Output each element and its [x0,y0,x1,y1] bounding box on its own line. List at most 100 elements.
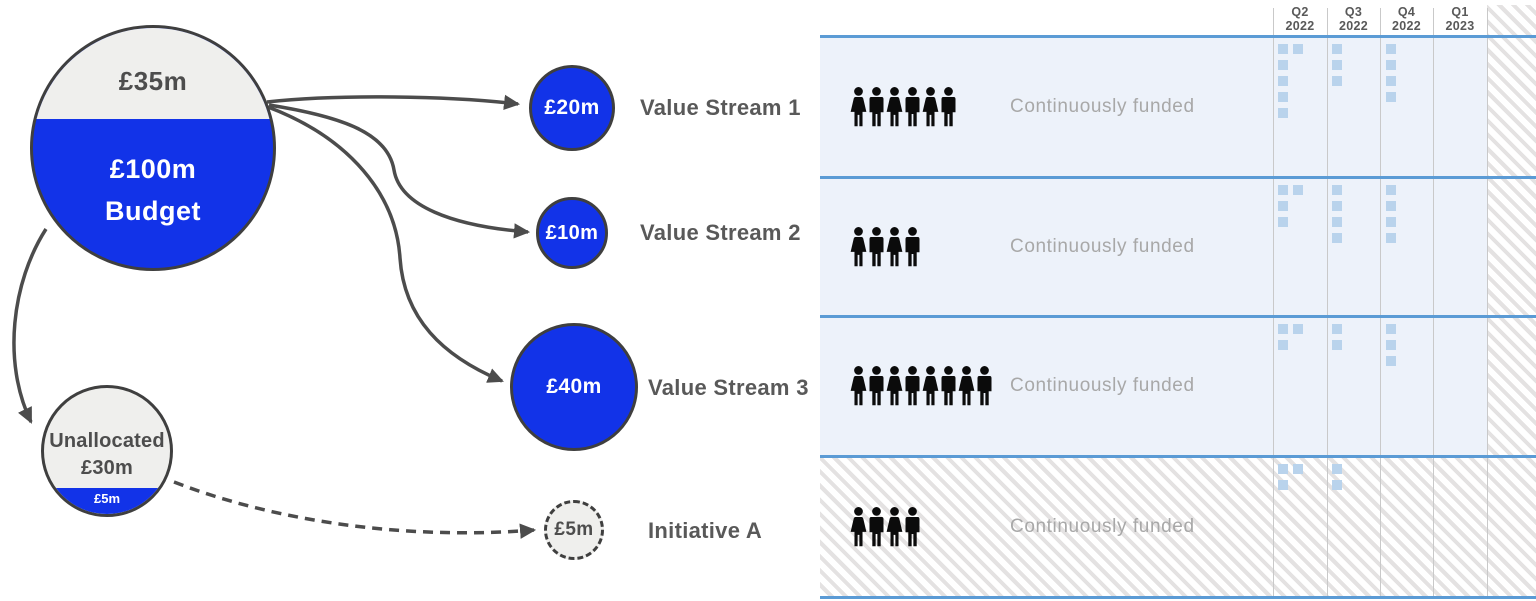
work-item-square [1332,340,1342,350]
quarter-divider-line [1273,8,1274,598]
work-item-square [1332,185,1342,195]
work-item-square [1332,464,1342,474]
work-item-square [1278,60,1288,70]
value-stream-3-label: Value Stream 3 [648,375,809,400]
value-stream-2-label: Value Stream 2 [640,220,801,245]
woman-icon [850,86,867,126]
row-border-line [820,315,1536,318]
work-item-square [1386,44,1396,54]
quarter-divider-line [1380,8,1381,598]
timeline-row-4: Continuously funded [820,457,1536,596]
work-item-square [1278,108,1288,118]
work-item-square [1293,185,1303,195]
team-icons-group [848,505,920,549]
man-icon [941,366,956,406]
man-icon [869,506,884,546]
quarter-divider-line [1487,8,1488,598]
unallocated-circle: Unallocated £30m £5m [41,385,173,517]
arrow-unallocated-to-initiative [173,480,537,539]
unallocated-title: Unallocated [49,430,165,452]
woman-icon [922,366,939,406]
woman-icon [922,86,939,126]
row-border-line [820,455,1536,458]
man-icon [905,226,920,266]
work-item-square [1386,217,1396,227]
work-item-square [1386,356,1396,366]
woman-icon [886,86,903,126]
budget-caption: Budget [105,196,201,226]
quarter-divider-line [1433,8,1434,598]
funding-status-label: Continuously funded [1010,235,1195,257]
row-border-line [820,35,1536,38]
work-item-square [1278,201,1288,211]
timeline-row-2: Continuously funded [820,178,1536,315]
quarter-divider-line [1327,8,1328,598]
arrow-budget-to-unallocated [12,228,48,424]
budget-circle: £35m £100m Budget [30,25,276,271]
work-item-square [1278,217,1288,227]
man-icon [905,366,920,406]
work-item-square [1386,201,1396,211]
work-item-square [1278,464,1288,474]
funding-status-label: Continuously funded [1010,375,1195,396]
arrow-budget-to-vs1 [266,94,521,111]
team-icons-group [848,85,956,129]
work-item-square [1386,92,1396,102]
work-item-square [1386,340,1396,350]
man-icon [869,86,884,126]
team-icons-group [848,364,992,408]
team-icons-group [848,225,920,269]
work-item-square [1386,60,1396,70]
work-item-square [1386,324,1396,334]
value-stream-2-circle: £10m [536,197,608,269]
woman-icon [886,366,903,406]
work-item-square [1332,233,1342,243]
man-icon [905,506,920,546]
work-item-square [1386,233,1396,243]
woman-icon [850,366,867,406]
value-stream-3-circle: £40m [510,323,638,451]
woman-icon [886,506,903,546]
work-item-square [1278,324,1288,334]
flow-arrows [12,94,537,539]
work-item-square [1278,76,1288,86]
work-item-square [1278,44,1288,54]
row-border-line [820,176,1536,179]
budget-unallocated-amount: £35m [118,66,188,96]
work-item-square [1278,185,1288,195]
man-icon [941,86,956,126]
work-item-square [1332,480,1342,490]
value-stream-1-label: Value Stream 1 [640,95,801,120]
work-item-square [1332,60,1342,70]
work-item-square [1278,340,1288,350]
work-item-square [1278,92,1288,102]
budget-unallocated-segment: £35m [33,28,273,119]
work-item-square [1386,76,1396,86]
woman-icon [886,226,903,266]
work-item-square [1332,201,1342,211]
unallocated-allocated-amount: £5m [93,491,121,506]
unallocated-allocated-segment: £5m [44,488,170,514]
man-icon [869,366,884,406]
funding-status-label: Continuously funded [1010,515,1195,537]
work-item-square [1293,44,1303,54]
row-border-line [820,596,1536,599]
arrow-budget-to-vs2 [268,103,531,239]
woman-icon [850,226,867,266]
man-icon [905,86,920,126]
timeline-row-3: Continuously funded [820,317,1536,455]
work-item-square [1293,464,1303,474]
woman-icon [958,366,975,406]
work-item-square [1332,76,1342,86]
unallocated-amount: £30m [81,457,133,479]
initiative-a-label: Initiative A [648,518,763,543]
initiative-a-circle: £5m [544,500,604,560]
future-quarter-hatched-column [1487,5,1536,598]
work-item-square [1278,480,1288,490]
